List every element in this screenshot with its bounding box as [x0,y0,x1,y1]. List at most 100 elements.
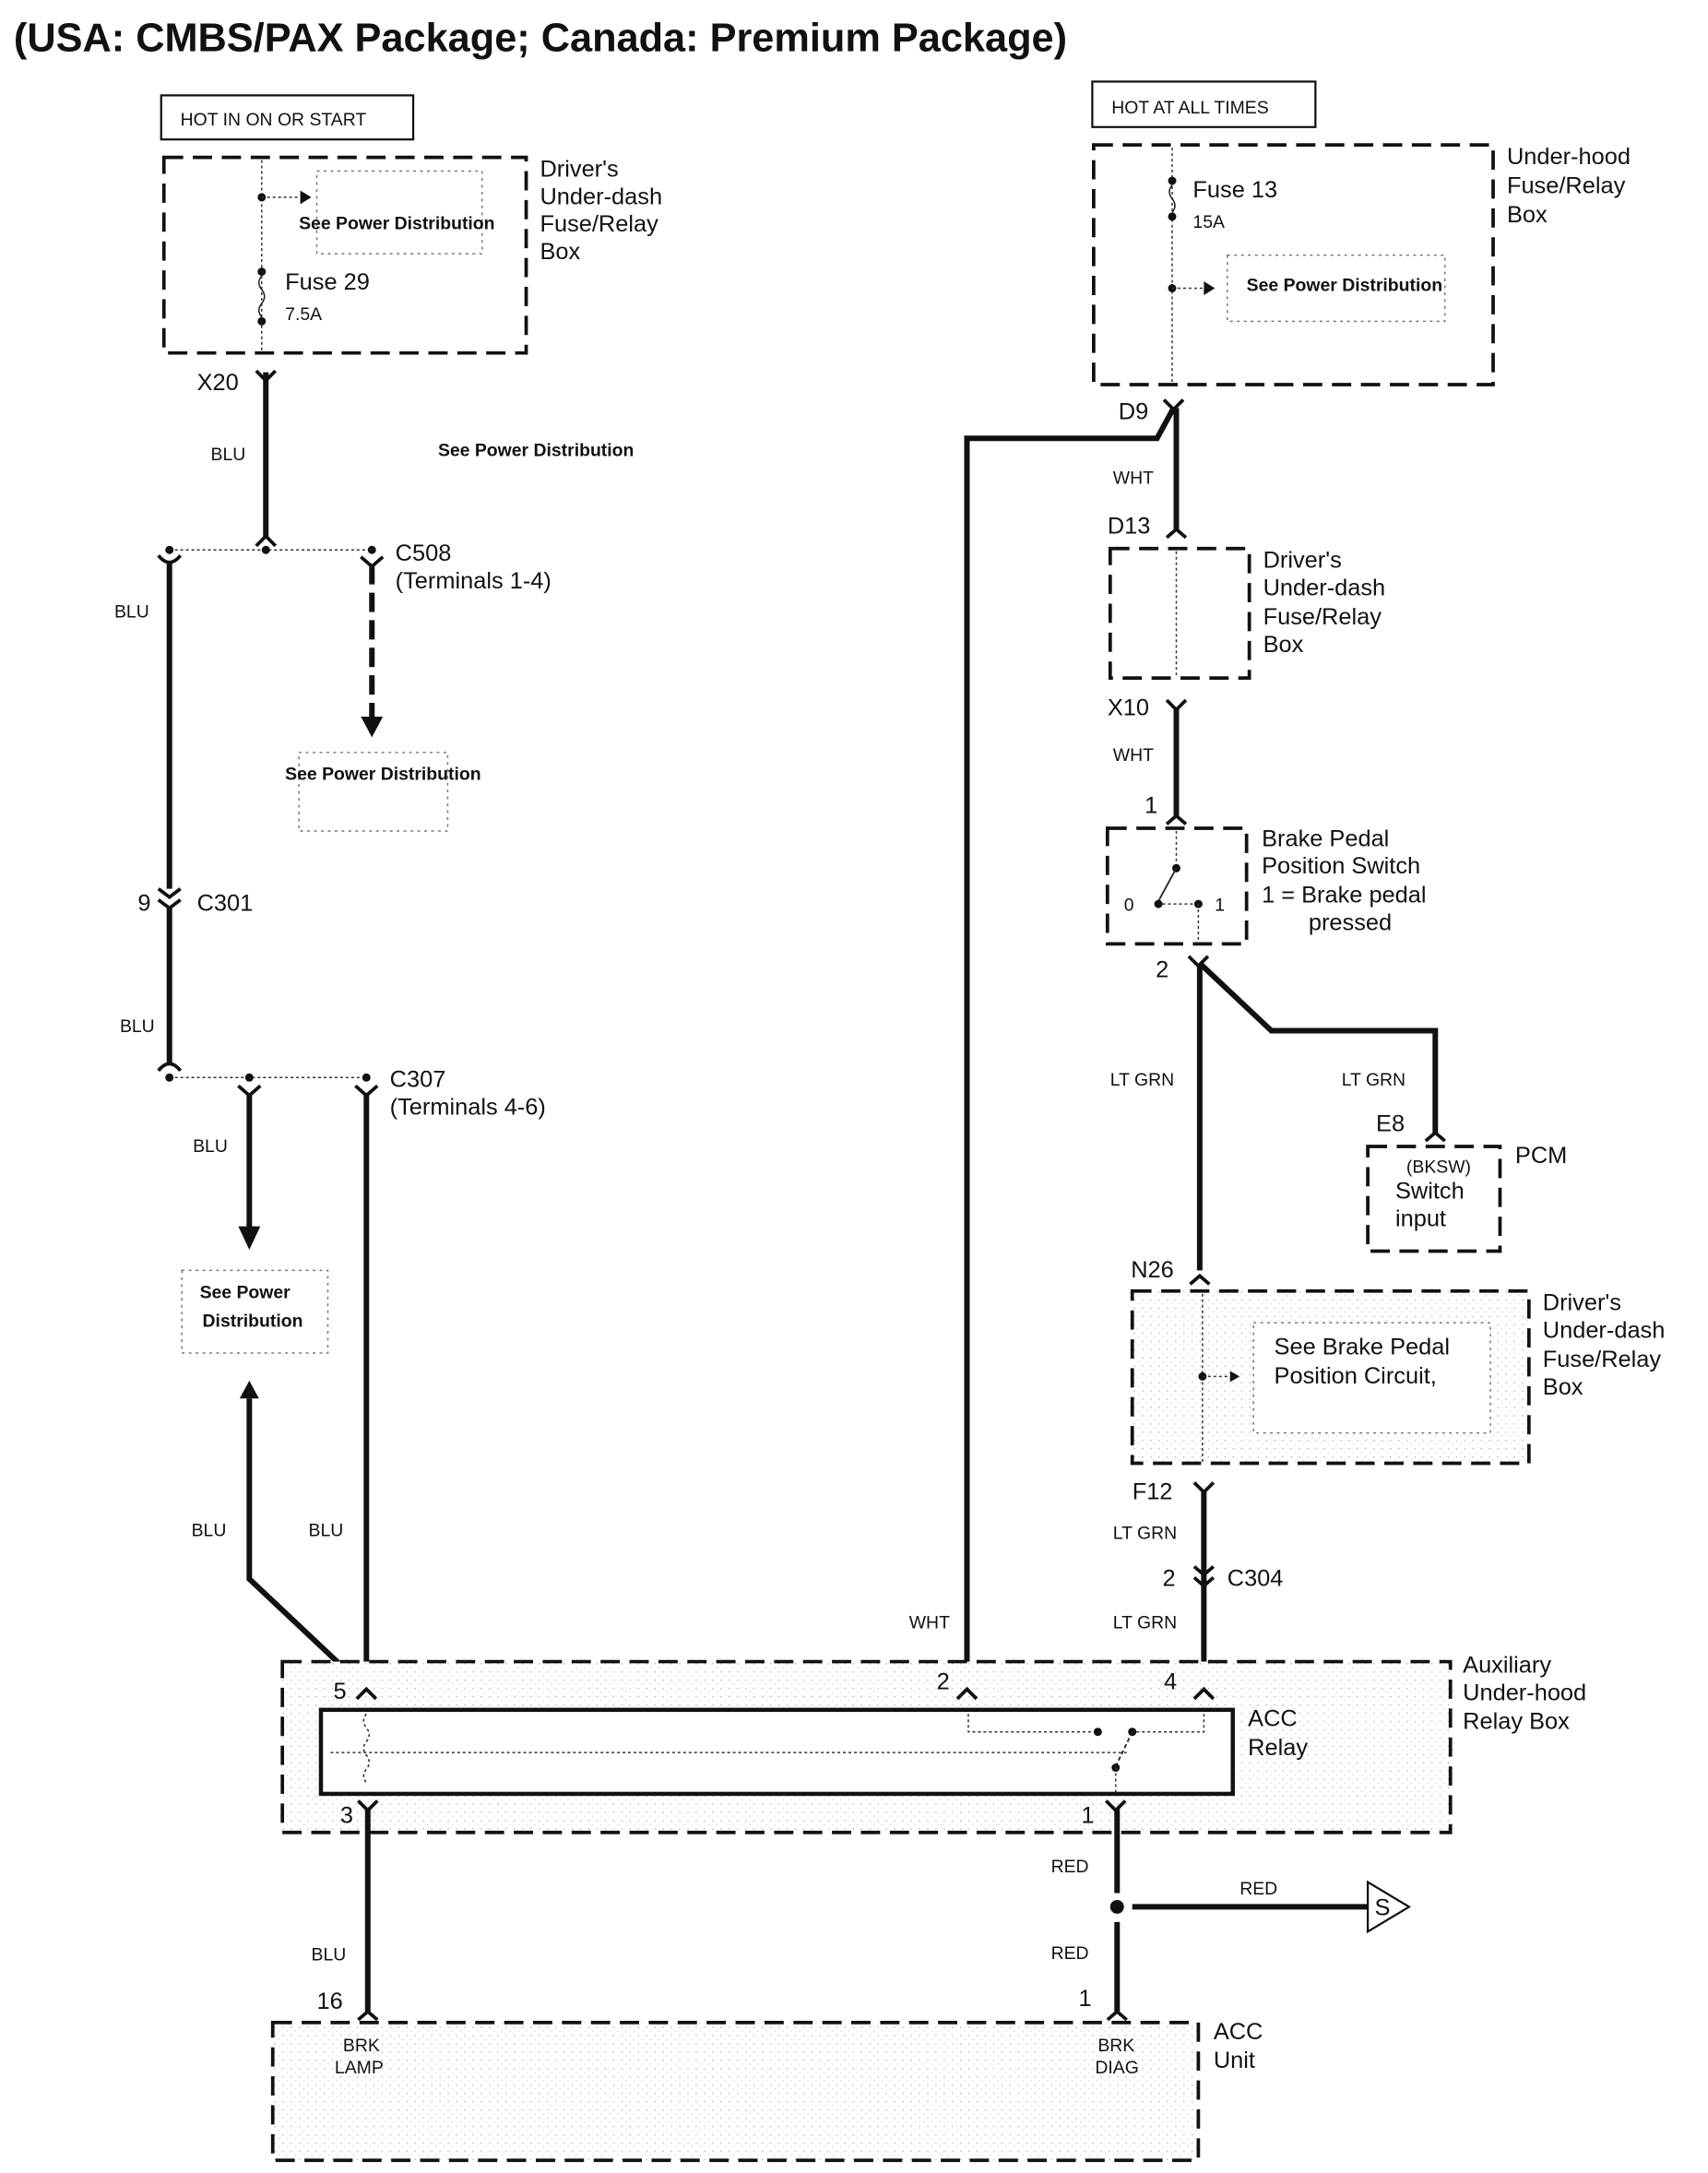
component-name-line: Box [540,239,580,265]
connector-icon [1162,398,1185,412]
component-name-line: Box [1543,1374,1583,1400]
connector-icon [1424,1130,1446,1143]
aux-relay-box: ACC Relay Auxiliary Under-hood Relay Box [280,1653,1586,1835]
connector-icon [1192,1576,1216,1588]
acc-pin-function: LAMP [335,2058,384,2078]
relay-name-line: ACC [1248,1706,1298,1732]
pcm-name: PCM [1515,1143,1567,1169]
connector-icon [355,1686,378,1701]
wire-d9-relay2 [964,406,1177,1690]
component-name-line: Under-hood [1463,1680,1586,1705]
component-name-line: Driver's [1543,1290,1621,1316]
component-name-line: Fuse/Relay [540,211,658,237]
wire-color-label: WHT [909,1613,950,1633]
arrow-right-icon [1229,1371,1240,1383]
see-power-dist-ref: See Power [200,1282,291,1302]
pcm-input-line: Switch [1395,1179,1465,1205]
connector-c304-pin: 2 [1163,1565,1176,1591]
acc-pin-1: 1 [1078,1986,1091,2012]
connector-icon [1187,955,1210,968]
component-name-line: Fuse/Relay [1263,604,1382,630]
wire-switch-pcm [1199,962,1439,1134]
component-name-line: Fuse/Relay [1507,172,1626,198]
component-name-line: 1 = Brake pedal [1262,883,1426,908]
switch-icon [1157,867,1178,902]
connector-icon [357,2009,379,2022]
connector-icon [1192,1481,1216,1495]
underhood-fuse-box: Fuse 13 15A See Power Distribution Under… [1092,143,1631,386]
connector-c307: C307 [390,1067,446,1093]
wire-color-label: BLU [312,1945,347,1965]
pcm-module: (BKSW) Switch input PCM [1366,1143,1567,1253]
component-name-line: pressed [1309,909,1392,935]
switch-position-1: 1 [1215,896,1225,916]
connector-e8: E8 [1376,1111,1405,1137]
connector-icon [1192,1686,1216,1701]
acc-pin-function: BRK [343,2036,380,2056]
wire-color-label: BLU [309,1521,344,1541]
acc-pin-function: DIAG [1095,2058,1138,2078]
connector-x10: X10 [1108,695,1149,720]
wire-color-label: BLU [120,1016,155,1037]
component-name-line: Under-dash [1263,576,1386,601]
component-name-line: Brake Pedal [1262,825,1389,851]
fuse-13-label: Fuse 13 [1192,177,1277,203]
wire-color-label: LT GRN [1110,1070,1174,1090]
splice-s-marker: S [1366,1880,1412,1934]
connector-icon [157,1062,183,1073]
see-power-dist-ref: Distribution [203,1312,303,1332]
relay-coil-icon [362,1713,371,1784]
arrow-down-icon [361,716,384,738]
connector-c508-terminals: (Terminals 1-4) [396,568,552,594]
component-name-line: Box [1507,202,1548,228]
acc-pin-16: 16 [317,1989,343,2014]
connector-icon [1106,2009,1128,2022]
connector-icon [255,533,278,548]
wire-color-label: BLU [192,1521,227,1541]
connector-f12: F12 [1133,1478,1173,1504]
connector-icon [955,1686,979,1701]
arrow-right-icon [1204,281,1216,295]
component-name-line: Driver's [1263,548,1342,574]
wire-color-label: BLU [211,445,246,465]
underdash-fuse-box-top: See Power Distribution Fuse 29 7.5A Driv… [161,155,662,355]
switch-position-0: 0 [1124,896,1134,916]
component-name-line: Under-dash [1543,1318,1666,1344]
fuse-29-label: Fuse 29 [285,269,370,295]
connector-icon [354,1084,379,1098]
see-brake-circuit-ref: See Brake Pedal [1275,1334,1450,1360]
fuse-icon [1168,184,1176,213]
arrow-right-icon [300,190,312,205]
pcm-input-line: input [1395,1206,1446,1232]
pcm-signal-name: (BKSW) [1406,1157,1471,1177]
connector-icon [1189,1273,1211,1286]
relay-pin-3: 3 [340,1802,353,1828]
wire-color-label: LT GRN [1342,1070,1406,1090]
power-source-right: HOT AT ALL TIMES [1091,80,1317,128]
wire-color-label: RED [1051,1943,1089,1964]
acc-relay [318,1707,1235,1797]
connector-icon [360,555,385,569]
wire-color-label: WHT [1113,469,1154,489]
component-name-line: Unit [1214,2048,1255,2073]
relay-pin-1: 1 [1081,1802,1094,1828]
relay-pin-2: 2 [937,1668,950,1694]
component-name-line: Relay Box [1463,1709,1570,1735]
component-name-line: ACC [1214,2019,1263,2045]
relay-name-line: Relay [1248,1735,1308,1761]
component-name-line: Fuse/Relay [1543,1347,1662,1372]
fuse-29-rating: 7.5A [285,304,322,325]
connector-icon [1165,813,1188,825]
see-power-dist-ref: See Power Distribution [285,765,480,785]
connector-c307-terminals: (Terminals 4-6) [390,1095,546,1121]
wire-color-label: BLU [114,601,149,622]
connector-c304: C304 [1228,1565,1284,1591]
power-source-right-label: HOT AT ALL TIMES [1111,98,1268,118]
diagram-title: (USA: CMBS/PAX Package; Canada: Premium … [14,17,1067,61]
wire-color-label: BLU [193,1136,228,1157]
connector-icon [157,898,182,910]
connector-c301: C301 [197,891,254,917]
see-power-dist-ref: See Power Distribution [1247,275,1442,295]
component-name-line: Under-dash [540,184,662,209]
acc-pin-function: BRK [1097,2036,1134,2056]
